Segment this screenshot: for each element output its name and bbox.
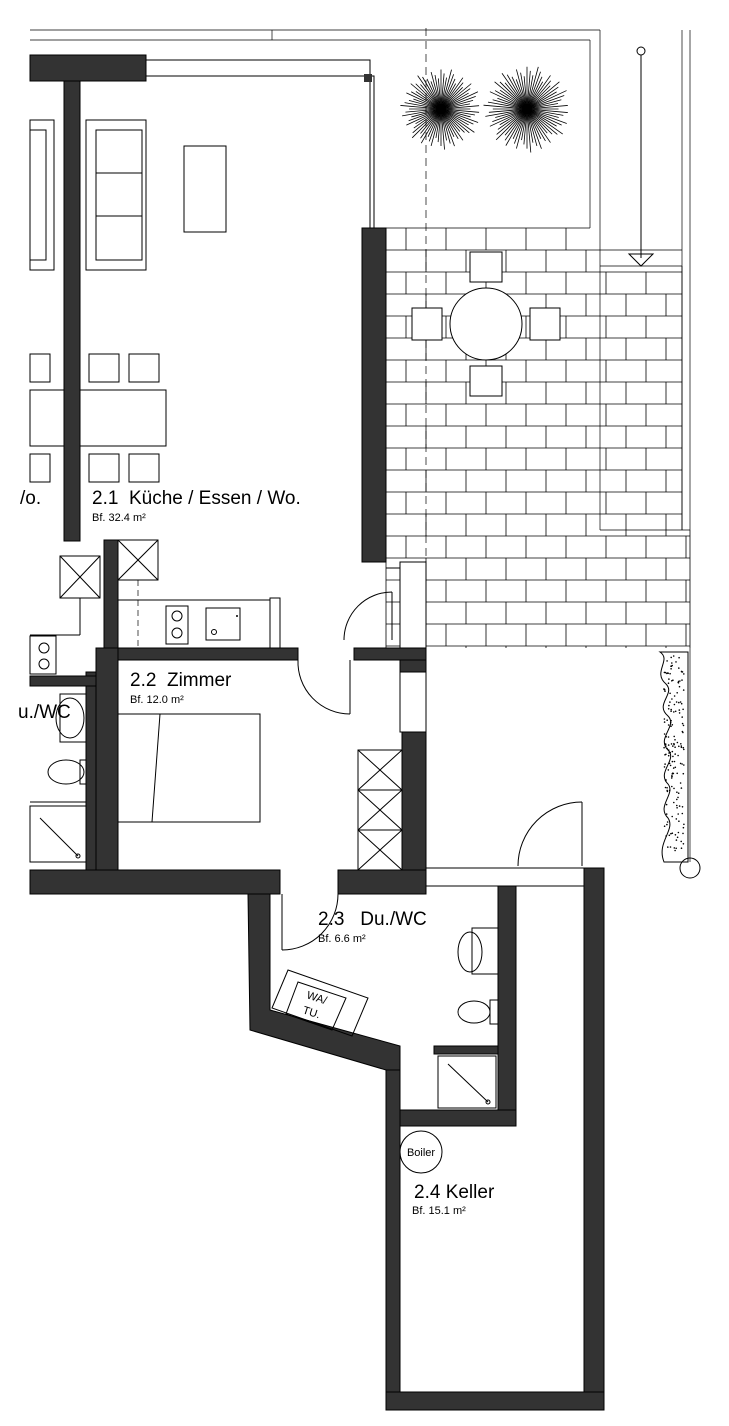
dining-table — [79, 353, 167, 483]
room-zimmer-name: 2.2 Zimmer — [130, 670, 232, 691]
door-bath — [281, 893, 339, 951]
washer-dryer: WA/ TU. — [271, 969, 369, 1037]
door-exterior — [517, 801, 583, 867]
coffee-table — [183, 145, 227, 233]
shower — [437, 1055, 497, 1109]
room-living-area: Bf. 32.4 m² — [92, 512, 146, 524]
washer-label-bottom: TU. — [301, 1004, 322, 1021]
room-bath-name: 2.3 Du./WC — [318, 909, 427, 930]
door-living-terrace — [343, 591, 393, 641]
wardrobe — [357, 749, 403, 871]
column-marker — [627, 46, 655, 267]
kitchen-cabinet — [117, 539, 159, 648]
walls — [29, 54, 605, 1411]
left-partial-bath-fixtures — [29, 693, 87, 863]
room-bath-area: Bf. 6.6 m² — [318, 933, 366, 945]
terrace-paving — [385, 227, 691, 648]
gravel-strip — [658, 651, 689, 863]
kitchen-counter — [118, 597, 281, 649]
room-left-bath-partial: u./WC — [18, 702, 71, 723]
toilet — [457, 999, 499, 1025]
shrub-left-icon — [400, 69, 480, 150]
boiler: Boiler — [399, 1130, 443, 1174]
washbasin — [457, 927, 499, 975]
sofa — [85, 119, 147, 271]
bed — [117, 713, 261, 823]
left-kitchen-partial — [29, 555, 101, 675]
boiler-label: Boiler — [407, 1147, 435, 1159]
room-living-name: 2.1 Küche / Essen / Wo. — [92, 488, 301, 509]
room-zimmer-area: Bf. 12.0 m² — [130, 694, 184, 706]
room-cellar-area: Bf. 15.1 m² — [412, 1205, 466, 1217]
terrace-outline — [30, 28, 691, 650]
room-cellar-name: 2.4 Keller — [414, 1182, 495, 1203]
left-partial-furniture — [29, 119, 65, 483]
terrace-table — [411, 251, 561, 397]
shrub-right-icon — [483, 66, 568, 153]
room-left-living-partial: /o. — [20, 488, 41, 509]
door-zimmer — [297, 659, 351, 715]
column-marker-round — [679, 857, 701, 879]
